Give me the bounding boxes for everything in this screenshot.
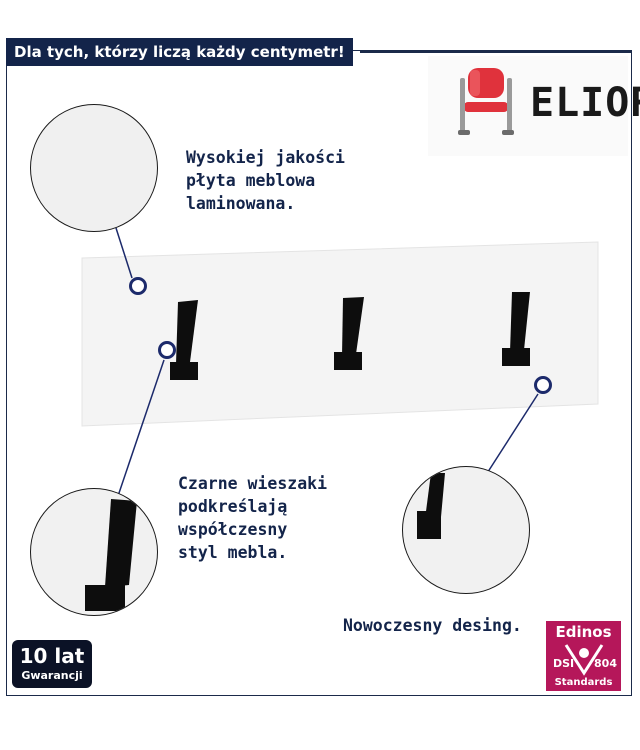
- marker-hook: [158, 341, 176, 359]
- zoom-board: [30, 104, 158, 232]
- edinos-badge: Edinos DSI 804 Standards: [546, 621, 621, 691]
- edinos-dsi: DSI: [553, 657, 575, 670]
- brand-name: ELIOR: [530, 80, 640, 126]
- caption-design: Nowoczesny desing.: [343, 616, 522, 635]
- marker-board: [129, 277, 147, 295]
- warranty-badge: 10 lat Gwarancji: [12, 640, 92, 688]
- edinos-title: Edinos: [555, 623, 612, 641]
- header-title: Dla tych, którzy liczą każdy centymetr!: [6, 38, 353, 66]
- edinos-checkmark-icon: [564, 644, 604, 676]
- header-rule: [360, 51, 632, 53]
- red-chair-icon: [458, 68, 514, 135]
- coat-rack-board: [81, 241, 599, 427]
- caption-board: Wysokiej jakości płyta meblowa laminowan…: [186, 148, 345, 213]
- hook-side-closeup-icon: [417, 473, 445, 539]
- warranty-years: 10 lat: [19, 644, 85, 668]
- warranty-label: Gwarancji: [21, 669, 83, 682]
- edinos-number: 804: [594, 657, 617, 670]
- hook-right: [502, 292, 530, 366]
- hook-middle: [334, 297, 364, 370]
- edinos-standards: Standards: [554, 677, 613, 688]
- zoom-design: [402, 466, 530, 594]
- hook-closeup-icon: [85, 499, 137, 611]
- caption-hooks: Czarne wieszaki podkreślają współczesny …: [178, 474, 328, 562]
- hook-left: [170, 300, 198, 380]
- zoom-hook: [30, 488, 158, 616]
- marker-design: [534, 376, 552, 394]
